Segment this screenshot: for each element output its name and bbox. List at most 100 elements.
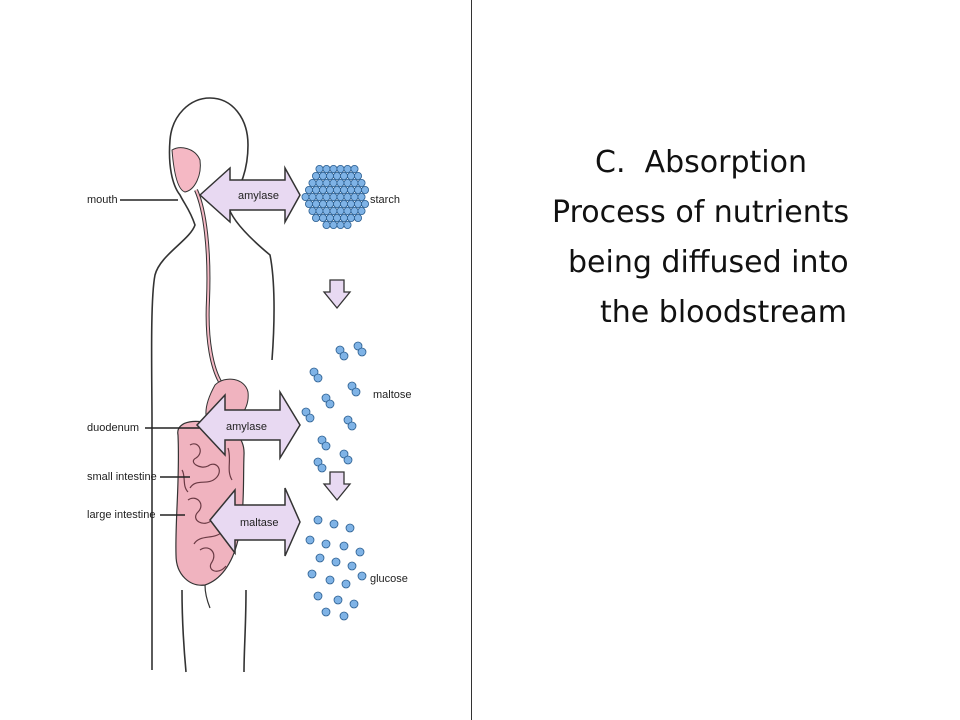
starch-unit: [322, 178, 331, 187]
starch-unit: [346, 199, 355, 208]
down-arrow-1: [322, 279, 352, 310]
starch-unit: [329, 206, 338, 215]
heading-line: C. Absorption: [595, 138, 807, 188]
maltose-molecules: [301, 341, 367, 473]
starch-unit: [304, 185, 313, 194]
glucose-unit: [345, 523, 355, 533]
starch-unit: [322, 220, 331, 229]
starch-unit: [336, 206, 345, 215]
body-line-2: being diffused into: [568, 245, 849, 280]
glucose-unit: [313, 515, 323, 525]
starch-unit: [329, 192, 338, 201]
maltose-unit: [353, 341, 363, 351]
starch-unit: [325, 185, 334, 194]
maltose-unit: [313, 457, 323, 467]
glucose-unit: [339, 541, 349, 551]
starch-unit: [322, 164, 331, 173]
enzyme-maltase: maltase: [240, 517, 279, 529]
starch-unit: [343, 206, 352, 215]
starch-unit: [336, 192, 345, 201]
maltose-unit: [305, 413, 315, 423]
starch-unit: [311, 171, 320, 180]
starch-unit: [339, 199, 348, 208]
starch-unit: [350, 206, 359, 215]
starch-unit: [301, 192, 310, 201]
label-glucose: glucose: [370, 573, 408, 585]
glucose-unit: [349, 599, 359, 609]
glucose-unit: [331, 557, 341, 567]
starch-unit: [346, 185, 355, 194]
maltose-unit: [357, 347, 367, 357]
starch-unit: [318, 185, 327, 194]
starch-unit: [357, 192, 366, 201]
label-mouth: mouth: [87, 194, 118, 206]
maltose-unit: [343, 455, 353, 465]
starch-unit: [343, 164, 352, 173]
starch-unit: [350, 178, 359, 187]
maltose-unit: [347, 381, 357, 391]
starch-unit: [332, 199, 341, 208]
heading: Absorption: [644, 145, 807, 180]
heading-marker: C.: [595, 145, 626, 180]
maltose-unit: [347, 421, 357, 431]
glucose-unit: [307, 569, 317, 579]
starch-unit: [353, 185, 362, 194]
starch-unit: [318, 199, 327, 208]
starch-unit: [325, 213, 334, 222]
starch-unit: [332, 213, 341, 222]
starch-unit: [357, 178, 366, 187]
starch-unit: [329, 178, 338, 187]
starch-unit: [322, 192, 331, 201]
label-large-intestine: large intestine: [87, 509, 156, 521]
maltose-unit: [317, 435, 327, 445]
starch-unit: [360, 185, 369, 194]
starch-unit: [308, 192, 317, 201]
starch-unit: [339, 185, 348, 194]
glucose-unit: [305, 535, 315, 545]
starch-unit: [353, 171, 362, 180]
glucose-unit: [355, 547, 365, 557]
glucose-unit: [321, 539, 331, 549]
starch-unit: [353, 213, 362, 222]
starch-unit: [308, 178, 317, 187]
starch-unit: [346, 213, 355, 222]
starch-unit: [315, 192, 324, 201]
label-starch: starch: [370, 194, 400, 206]
digestion-diagram: mouth duodenum small intestine large int…: [87, 97, 412, 673]
maltose-unit: [313, 373, 323, 383]
starch-unit: [322, 206, 331, 215]
enzyme-amylase-2: amylase: [226, 421, 267, 433]
maltose-unit: [301, 407, 311, 417]
maltose-unit: [309, 367, 319, 377]
starch-unit: [311, 185, 320, 194]
label-small-intestine: small intestine: [87, 471, 157, 483]
starch-unit: [318, 171, 327, 180]
starch-unit: [332, 171, 341, 180]
starch-unit: [315, 178, 324, 187]
starch-molecule-cluster: [301, 164, 369, 229]
glucose-unit: [341, 579, 351, 589]
starch-unit: [350, 164, 359, 173]
starch-unit: [336, 220, 345, 229]
starch-unit: [308, 206, 317, 215]
body-line-3: the bloodstream: [600, 295, 848, 330]
glucose-unit: [333, 595, 343, 605]
starch-unit: [353, 199, 362, 208]
body-line-1: Process of nutrients: [552, 195, 850, 230]
maltose-unit: [351, 387, 361, 397]
glucose-unit: [339, 611, 349, 621]
starch-unit: [318, 213, 327, 222]
glucose-unit: [329, 519, 339, 529]
starch-unit: [357, 206, 366, 215]
glucose-unit: [315, 553, 325, 563]
glucose-unit: [321, 607, 331, 617]
label-duodenum: duodenum: [87, 422, 139, 434]
maltose-unit: [339, 351, 349, 361]
maltose-unit: [343, 415, 353, 425]
down-arrow-2: [322, 471, 352, 502]
starch-unit: [343, 220, 352, 229]
maltose-unit: [325, 399, 335, 409]
starch-unit: [325, 171, 334, 180]
starch-unit: [343, 178, 352, 187]
